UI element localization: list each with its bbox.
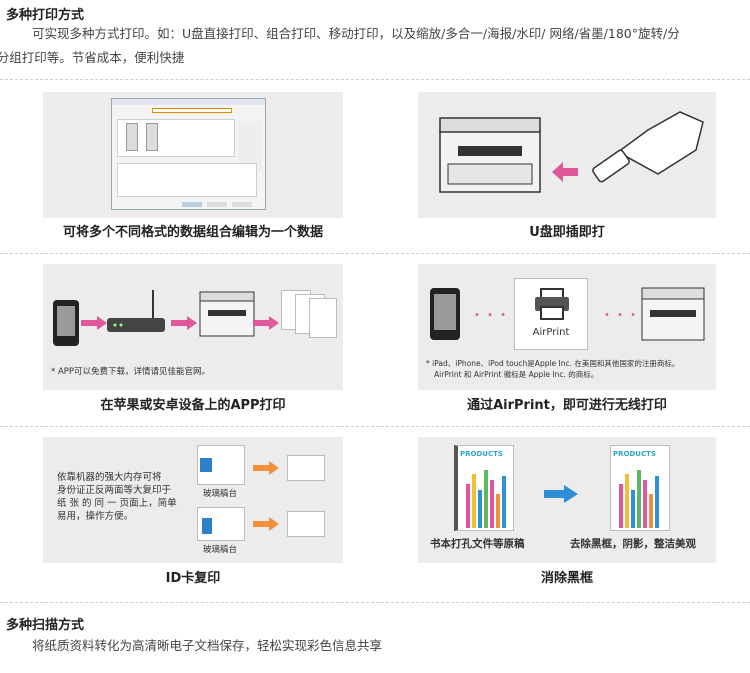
original-doc: PRODUCTS — [454, 445, 514, 531]
idcopy-text: 依靠机器的强大内存可将 身份证正反两面等大复印于 纸 张 的 同 一 页面上，简… — [57, 472, 177, 522]
divider — [0, 602, 750, 603]
arrow-icon — [253, 461, 279, 475]
feature-image-combine — [43, 92, 343, 218]
doc-thumb — [309, 298, 337, 338]
arrow-icon — [171, 316, 197, 330]
phone-icon — [53, 300, 79, 346]
airprint-badge: AirPrint — [514, 278, 588, 350]
divider — [0, 79, 750, 80]
section-desc-print: 可实现多种方式打印。如：U盘直接打印、组合打印、移动打印，以及缩放/多合一/海报… — [0, 22, 746, 70]
caption-app: 在苹果或安卓设备上的APP打印 — [100, 398, 286, 413]
arrow-icon — [253, 316, 279, 330]
arrow-icon — [253, 517, 279, 531]
bar-graphic — [619, 470, 659, 528]
caption-usb: U盘即插即打 — [529, 225, 605, 240]
hand-icon — [616, 111, 704, 175]
doc-title: PRODUCTS — [460, 450, 503, 458]
result-doc: PRODUCTS — [610, 445, 670, 531]
glass-scan-2 — [197, 507, 245, 541]
id-result-1 — [287, 455, 325, 481]
glass-label-2: 玻璃稿台 — [203, 545, 238, 555]
feature-image-frame: PRODUCTS PRODUCTS 书本打孔文件等原稿 去除黑框，阴影，整洁美观 — [418, 437, 716, 563]
sub-caption-original: 书本打孔文件等原稿 — [430, 538, 525, 550]
arrow-icon — [544, 485, 578, 503]
software-window — [111, 98, 266, 210]
section-title-print: 多种打印方式 — [6, 8, 85, 23]
divider — [0, 253, 750, 254]
desc-line-2: 套/分组打印等。节省成本，便利快捷 — [0, 50, 185, 65]
section-title-scan: 多种扫描方式 — [6, 618, 85, 633]
phone-icon — [430, 288, 460, 340]
dots: • • • • — [474, 310, 522, 321]
dots: • • • • — [604, 310, 652, 321]
router-icon — [107, 290, 165, 332]
id-result-2 — [287, 511, 325, 537]
airprint-note-2: AirPrint 和 AirPrint 徽标是 Apple Inc. 的商标。 — [434, 370, 599, 379]
section-desc-scan: 将纸质资料转化为高清晰电子文档保存，轻松实现彩色信息共享 — [32, 638, 383, 653]
glass-label-1: 玻璃稿台 — [203, 489, 238, 499]
glass-scan-1 — [197, 445, 245, 485]
arrow-icon — [81, 316, 107, 330]
feature-image-usb — [418, 92, 716, 218]
airprint-label: AirPrint — [532, 327, 570, 338]
caption-combine: 可将多个不同格式的数据组合编辑为一个数据 — [62, 225, 323, 240]
caption-frame: 消除黑框 — [540, 571, 593, 586]
printer-icon — [535, 288, 569, 320]
desc-line-1: 可实现多种方式打印。如：U盘直接打印、组合打印、移动打印，以及缩放/多合一/海报… — [32, 26, 680, 41]
feature-image-idcopy: 依靠机器的强大内存可将 身份证正反两面等大复印于 纸 张 的 同 一 页面上，简… — [43, 437, 343, 563]
usb-icon — [592, 149, 630, 183]
sub-caption-result: 去除黑框，阴影，整洁美观 — [570, 538, 696, 550]
doc-title: PRODUCTS — [613, 450, 656, 458]
caption-idcopy: ID卡复印 — [165, 571, 221, 586]
printer-icon — [199, 291, 255, 337]
bar-graphic — [466, 470, 506, 528]
feature-image-app: * APP可以免费下载，详情请见佳能官网。 — [43, 264, 343, 390]
arrow-icon — [552, 162, 578, 182]
airprint-note-1: * iPad、iPhone、iPod touch是Apple Inc. 在美国和… — [426, 359, 680, 368]
caption-airprint: 通过AirPrint，即可进行无线打印 — [467, 398, 667, 413]
printer-icon — [641, 287, 705, 341]
app-note: * APP可以免费下载，详情请见佳能官网。 — [51, 367, 211, 377]
usb-printer-illustration — [439, 111, 704, 193]
feature-image-airprint: • • • • AirPrint • • • • * iPad、iPhone、i… — [418, 264, 716, 390]
divider — [0, 426, 750, 427]
